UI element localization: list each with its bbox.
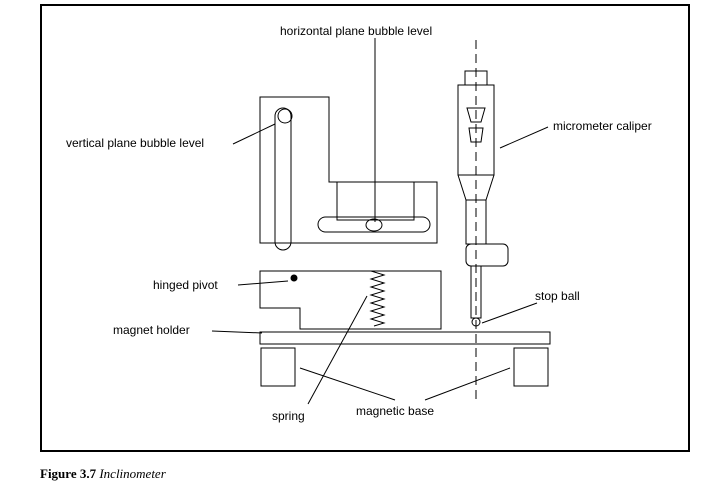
leader-hinged-pivot bbox=[237, 280, 289, 286]
micrometer-scale-upper bbox=[466, 107, 486, 123]
upper-frame bbox=[259, 96, 438, 244]
micrometer-head bbox=[465, 243, 509, 267]
label-micrometer: micrometer caliper bbox=[553, 119, 652, 133]
pivot-dot bbox=[290, 274, 298, 282]
leader-magnetic-base-right bbox=[424, 367, 511, 401]
label-horizontal-level: horizontal plane bubble level bbox=[280, 24, 432, 38]
label-magnetic-base: magnetic base bbox=[356, 404, 434, 418]
leader-vertical-level bbox=[232, 123, 276, 145]
label-vertical-level: vertical plane bubble level bbox=[66, 136, 204, 150]
label-magnet-holder: magnet holder bbox=[113, 323, 190, 337]
micrometer-scale-lower bbox=[468, 127, 484, 143]
figure-caption: Figure 3.7 Inclinometer bbox=[40, 466, 166, 482]
label-spring: spring bbox=[272, 409, 305, 423]
magnetic-foot-left bbox=[260, 347, 296, 387]
horizontal-bubble-vial bbox=[317, 216, 431, 233]
leader-stop-ball bbox=[481, 302, 538, 324]
leader-micrometer bbox=[499, 126, 549, 149]
magnetic-foot-right bbox=[513, 347, 549, 387]
label-hinged-pivot: hinged pivot bbox=[153, 278, 218, 292]
label-stop-ball: stop ball bbox=[535, 289, 580, 303]
micrometer-barrel bbox=[457, 84, 495, 176]
figure-frame bbox=[40, 4, 690, 452]
caption-title: Inclinometer bbox=[99, 466, 166, 481]
stop-ball bbox=[471, 317, 481, 327]
horizontal-bubble bbox=[365, 218, 383, 232]
vertical-bubble bbox=[277, 108, 293, 124]
base-plate bbox=[259, 331, 551, 345]
spring-coil bbox=[369, 270, 386, 327]
leader-magnet-holder bbox=[211, 330, 263, 334]
vertical-bubble-vial bbox=[274, 107, 292, 251]
caption-number: Figure 3.7 bbox=[40, 466, 97, 481]
leader-magnetic-base-left bbox=[299, 367, 396, 401]
magnet-holder bbox=[259, 270, 442, 330]
leader-spring bbox=[307, 295, 368, 405]
